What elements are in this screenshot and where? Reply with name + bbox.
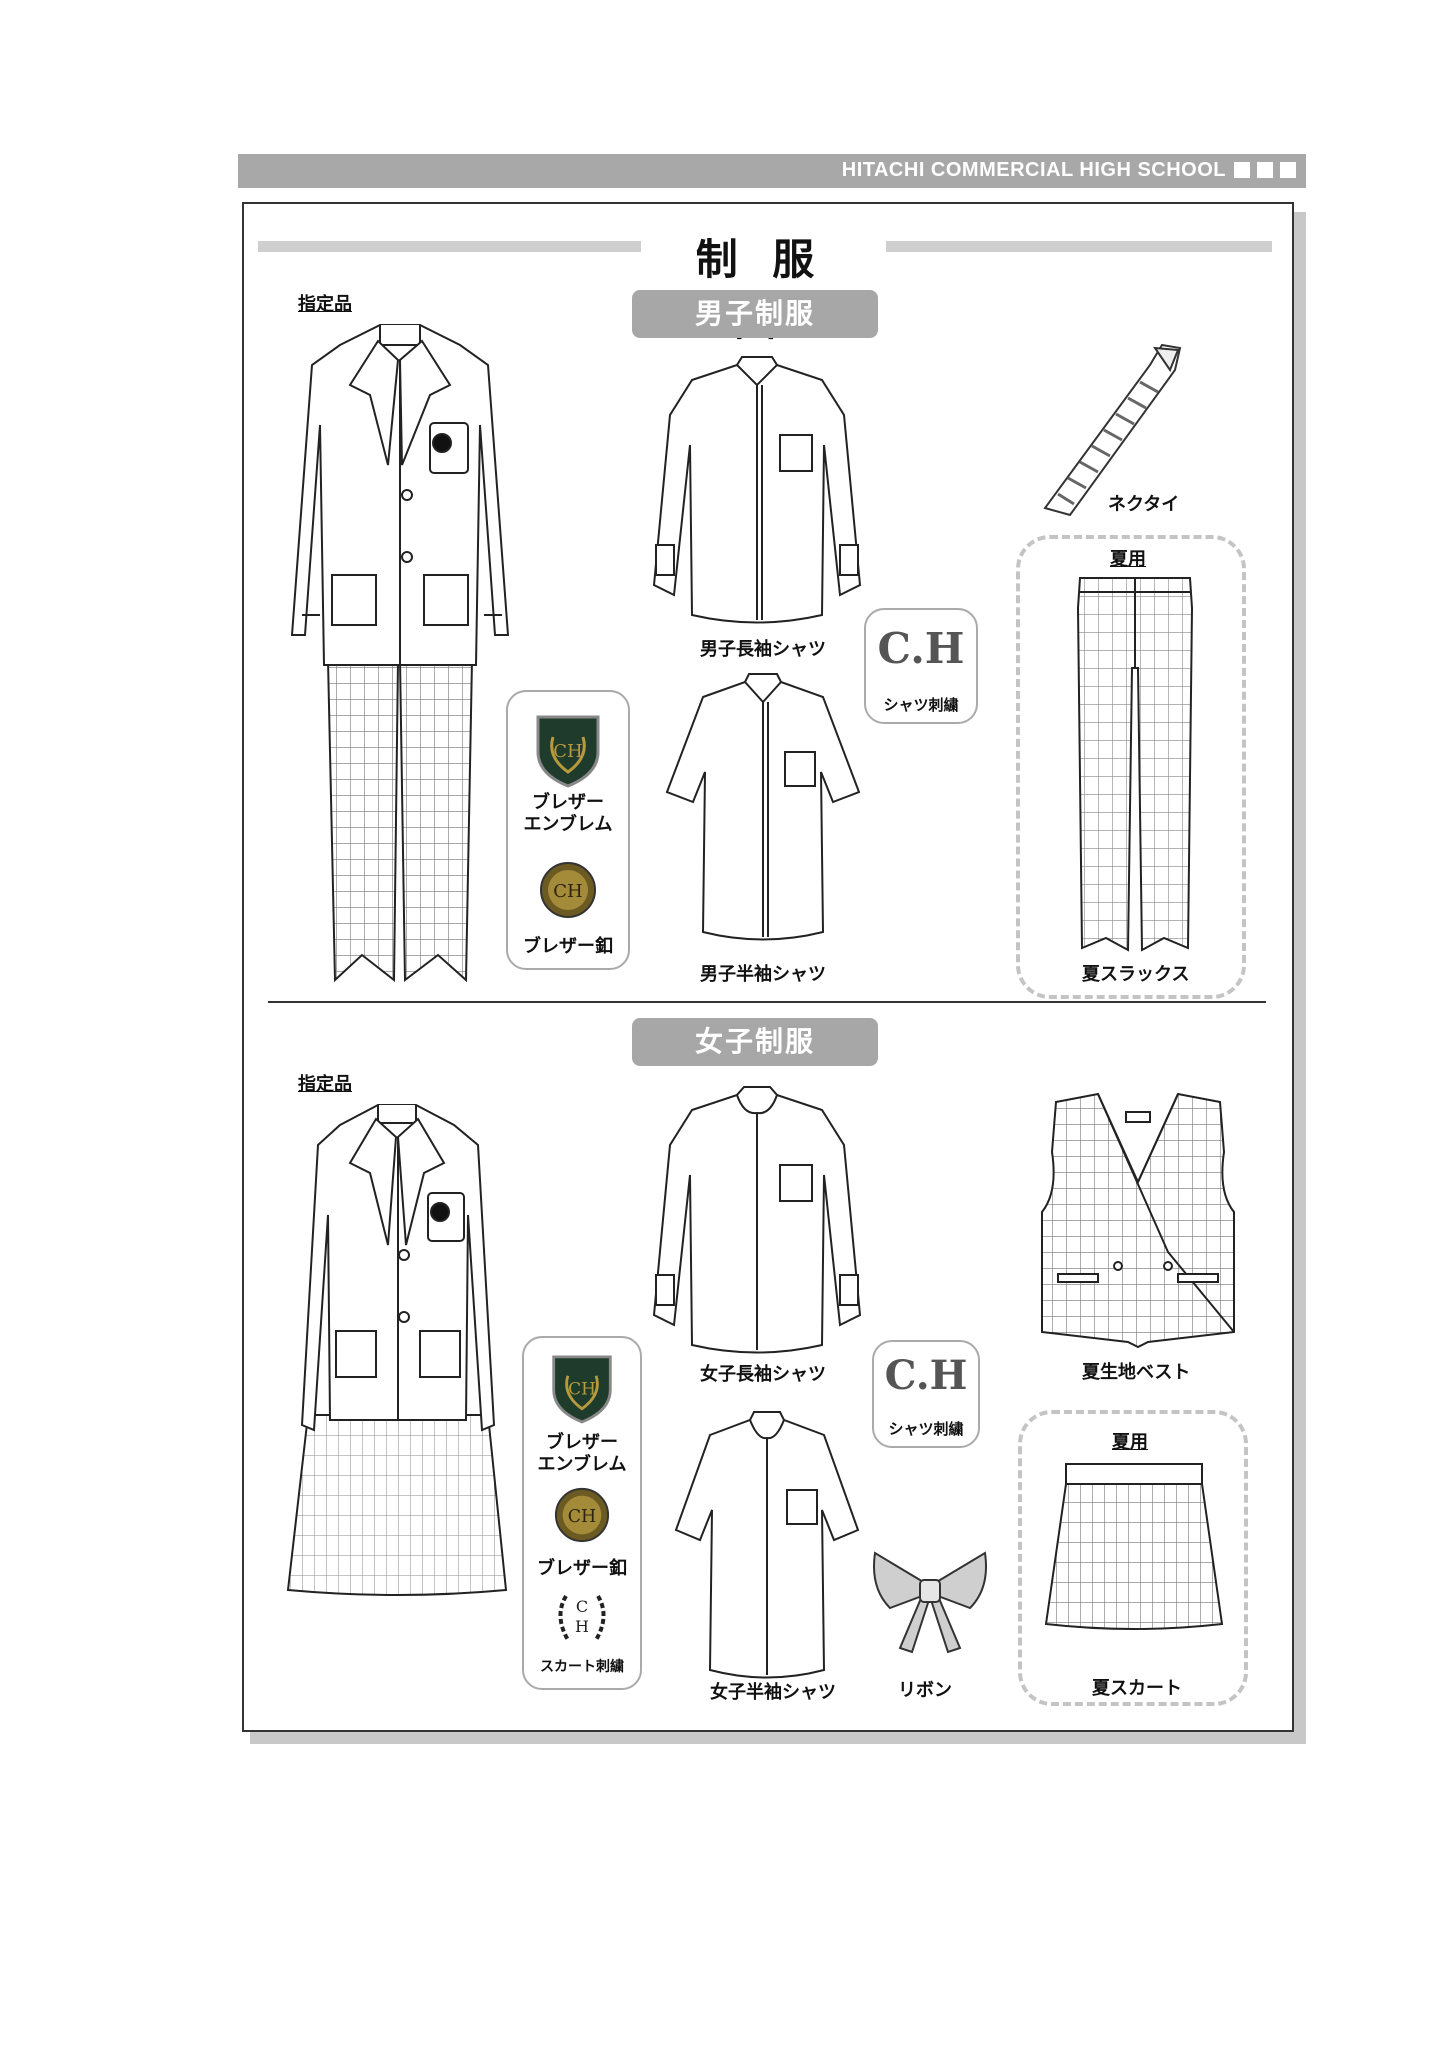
section-divider: [268, 1001, 1266, 1003]
blazer-button-icon: CH: [540, 862, 596, 918]
summer-skirt-illustration: [1044, 1463, 1224, 1630]
ribbon-illustration: [873, 1551, 987, 1654]
boys-section-heading: 男子制服: [632, 290, 878, 338]
boys-blazer-emblem-label: ブレザー エンブレム: [523, 792, 613, 835]
skirt-embroidery-label: スカート刺繍: [540, 1659, 624, 1675]
boys-long-shirt-illustration: [652, 356, 862, 624]
girls-blazer-emblem-label: ブレザー エンブレム: [537, 1432, 627, 1475]
boys-summer-tag: 夏用: [1110, 549, 1146, 570]
girls-blazer-button-label: ブレザー釦: [537, 1558, 627, 1579]
girls-section-heading: 女子制服: [632, 1018, 878, 1066]
summer-vest-illustration: [1041, 1092, 1235, 1349]
boys-shirt-embroidery-label: シャツ刺繍: [883, 696, 959, 714]
ribbon-label: リボン: [898, 1680, 952, 1701]
header-square-icon: [1234, 162, 1250, 178]
monogram-logo: C.H: [884, 1352, 968, 1399]
girls-pleated-skirt: [286, 1414, 508, 1596]
blazer-emblem-icon: CH: [552, 1355, 612, 1424]
svg-text:CH: CH: [568, 1507, 596, 1527]
boys-short-shirt-label: 男子半袖シャツ: [700, 964, 826, 985]
header-square-icon: [1280, 162, 1296, 178]
summer-skirt-label: 夏スカート: [1092, 1678, 1182, 1699]
necktie-illustration: [1043, 343, 1182, 517]
boys-blazer-parts-box: CH ブレザー エンブレム CH ブレザー釦: [506, 690, 630, 970]
boys-trousers: [326, 659, 474, 983]
girls-summer-tag: 夏用: [1112, 1432, 1148, 1453]
boys-shirt-embroidery-box: C.H シャツ刺繍: [864, 608, 978, 724]
girls-short-shirt-label: 女子半袖シャツ: [710, 1682, 836, 1703]
boys-blazer-illustration: [290, 324, 510, 983]
girls-blazer-parts-box: CH ブレザー エンブレム CH ブレザー釦 C H スカート刺繍: [522, 1336, 642, 1690]
girls-short-shirt-illustration: [674, 1411, 860, 1679]
svg-text:CH: CH: [553, 881, 582, 902]
girls-designated-label: 指定品: [298, 1074, 352, 1095]
girls-shirt-embroidery-label: シャツ刺繍: [888, 1420, 964, 1438]
girls-long-shirt-label: 女子長袖シャツ: [700, 1364, 826, 1385]
girls-long-shirt-illustration: [652, 1086, 862, 1354]
boys-long-shirt-label: 男子長袖シャツ: [700, 639, 826, 660]
svg-text:CH: CH: [568, 1380, 596, 1400]
summer-slacks-box: [1016, 535, 1246, 999]
girls-shirt-embroidery-box: C.H シャツ刺繍: [872, 1340, 980, 1448]
header-bar: HITACHI COMMERCIAL HIGH SCHOOL: [238, 154, 1306, 188]
summer-skirt-box: [1018, 1410, 1248, 1706]
boys-designated-label: 指定品: [298, 294, 352, 315]
svg-text:CH: CH: [553, 741, 582, 762]
girls-blazer-illustration: [286, 1104, 508, 1596]
necktie-label: ネクタイ: [1108, 494, 1180, 515]
title-rule-left: [258, 241, 641, 252]
laurel-monogram-icon: C H: [558, 1594, 606, 1642]
boys-blazer-button-label: ブレザー釦: [523, 936, 613, 957]
summer-slacks-illustration: [1076, 577, 1194, 952]
header-square-icon: [1257, 162, 1273, 178]
boys-short-shirt-illustration: [665, 673, 861, 941]
blazer-emblem-icon: CH: [536, 715, 600, 788]
summer-slacks-label: 夏スラックス: [1082, 964, 1190, 985]
boys-jacket: [290, 324, 510, 666]
school-name: HITACHI COMMERCIAL HIGH SCHOOL: [841, 159, 1226, 181]
blazer-button-icon: CH: [554, 1487, 610, 1543]
monogram-logo: C.H: [877, 624, 965, 673]
title-rule-right: [886, 241, 1272, 252]
svg-text:C: C: [576, 1597, 588, 1616]
svg-text:H: H: [575, 1617, 589, 1636]
summer-vest-label: 夏生地ベスト: [1082, 1362, 1191, 1383]
